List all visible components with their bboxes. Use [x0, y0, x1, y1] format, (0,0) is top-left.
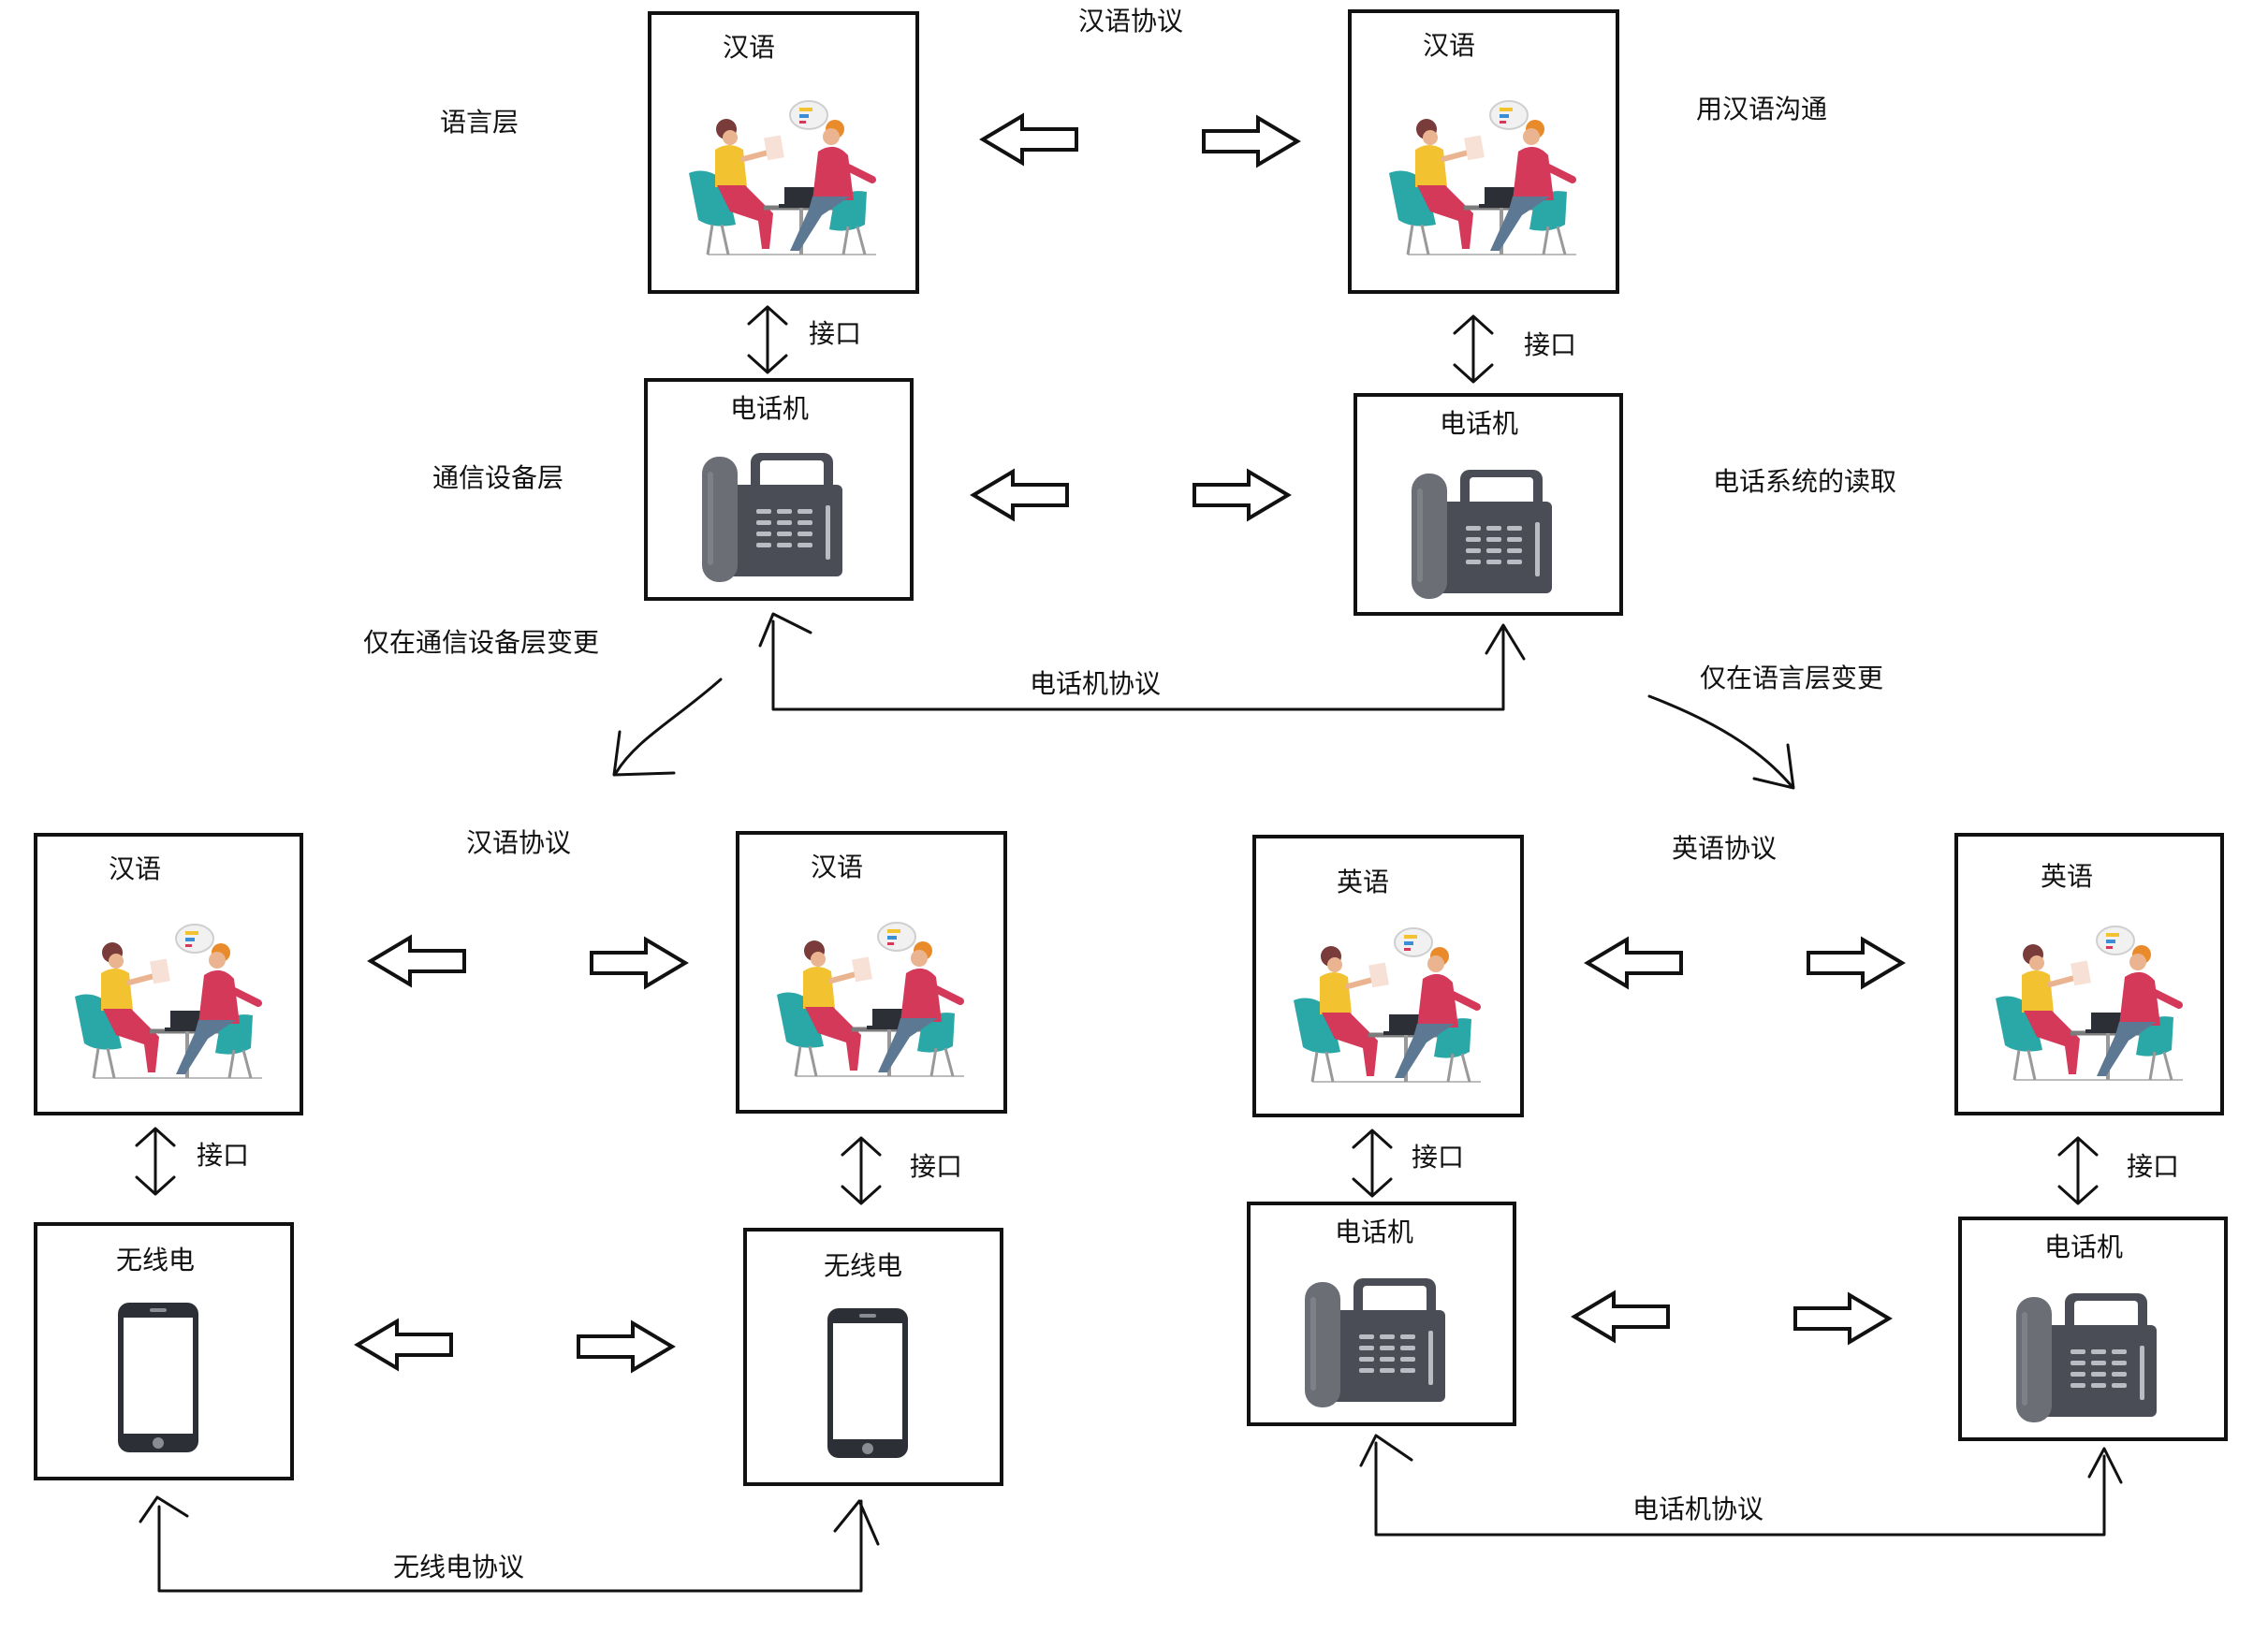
device-box-title: 电话机: [730, 393, 809, 424]
device-layer-label: 通信设备层: [432, 462, 563, 493]
branch-arrow-left: [612, 678, 723, 777]
arrow-left-icon: [1586, 938, 1683, 988]
device-box-title: 电话机: [1335, 1217, 1413, 1247]
language-protocol-label: 汉语协议: [466, 827, 571, 858]
communicate-chinese-label: 用汉语沟通: [1696, 94, 1827, 124]
top-left-language-box: 汉语: [648, 11, 919, 294]
bl-right-device-box: 无线电: [743, 1228, 1003, 1486]
arrow-right-icon: [590, 938, 687, 988]
arrow-left-icon: [356, 1319, 453, 1370]
language-box-title: 汉语: [811, 852, 863, 882]
language-box-title: 汉语: [1423, 30, 1475, 61]
language-box-title: 英语: [2041, 861, 2093, 892]
device-box-title: 电话机: [2044, 1232, 2123, 1262]
language-box-title: 英语: [1337, 867, 1389, 897]
arrow-left-icon: [1573, 1291, 1670, 1342]
branch-arrow-right: [1647, 694, 1795, 790]
arrow-left-icon: [972, 470, 1069, 520]
language-box-title: 汉语: [109, 853, 161, 884]
arrow-right-icon: [1793, 1293, 1891, 1344]
language-only-change-label: 仅在语言层变更: [1700, 663, 1883, 693]
interface-arrow-icon: [1352, 1129, 1393, 1198]
interface-label: 接口: [1412, 1142, 1464, 1173]
arrow-right-icon: [1202, 116, 1299, 167]
interface-label: 接口: [1524, 329, 1576, 360]
arrow-left-icon: [981, 114, 1078, 165]
top-section: 语言层 通信设备层 用汉语沟通 电话系统的读取 汉语 汉语 汉语协议 接口 接口…: [363, 6, 1896, 790]
device-only-change-label: 仅在通信设备层变更: [363, 627, 599, 658]
br-left-language-box: 英语: [1252, 835, 1524, 1117]
top-right-language-box: 汉语: [1348, 9, 1619, 294]
interface-label: 接口: [910, 1151, 962, 1182]
device-box-title: 电话机: [1440, 408, 1518, 439]
mobile-phone-icon: [827, 1308, 908, 1458]
desk-phone-icon: [702, 453, 842, 582]
device-box-title: 无线电: [116, 1245, 195, 1275]
device-protocol-connector: [758, 612, 1526, 711]
desk-phone-icon: [1412, 470, 1552, 599]
radio-protocol-connector: [139, 1495, 880, 1593]
language-box-title: 汉语: [723, 32, 775, 63]
phone-system-read-label: 电话系统的读取: [1713, 466, 1896, 497]
bl-left-language-box: 汉语: [34, 833, 303, 1115]
bottom-left-section: 汉语 汉语 汉语协议 接口 接口 无线电 无线电: [34, 827, 1007, 1593]
language-protocol-label: 汉语协议: [1078, 6, 1183, 36]
interface-label: 接口: [197, 1140, 249, 1171]
br-right-language-box: 英语: [1954, 833, 2224, 1115]
top-right-device-box: 电话机: [1353, 393, 1623, 616]
mobile-phone-icon: [118, 1303, 198, 1452]
device-protocol-connector: [1359, 1434, 2123, 1537]
language-layer-label: 语言层: [440, 107, 519, 138]
arrow-right-icon: [577, 1321, 674, 1372]
bl-right-language-box: 汉语: [736, 831, 1007, 1114]
top-left-device-box: 电话机: [644, 378, 914, 601]
bottom-right-section: 英语 英语 英语协议 接口 接口 电话机 电话机: [1247, 833, 2228, 1537]
interface-arrow-icon: [841, 1136, 882, 1205]
arrow-right-icon: [1193, 470, 1290, 520]
interface-arrow-icon: [2057, 1136, 2099, 1205]
device-protocol-label: 电话机协议: [1632, 1494, 1763, 1524]
br-left-device-box: 电话机: [1247, 1202, 1516, 1426]
interface-arrow-icon: [135, 1127, 176, 1196]
bl-left-device-box: 无线电: [34, 1222, 294, 1480]
arrow-left-icon: [369, 936, 466, 986]
desk-phone-icon: [1305, 1278, 1445, 1407]
interface-arrow-icon: [747, 305, 788, 374]
interface-label: 接口: [809, 318, 861, 349]
language-protocol-label: 英语协议: [1672, 833, 1777, 864]
interface-label: 接口: [2127, 1151, 2179, 1182]
interface-arrow-icon: [1453, 314, 1494, 384]
radio-protocol-label: 无线电协议: [393, 1552, 524, 1582]
device-box-title: 无线电: [824, 1250, 902, 1281]
device-protocol-label: 电话机协议: [1030, 668, 1161, 699]
desk-phone-icon: [2016, 1293, 2157, 1422]
arrow-right-icon: [1807, 938, 1904, 988]
br-right-device-box: 电话机: [1958, 1217, 2228, 1441]
